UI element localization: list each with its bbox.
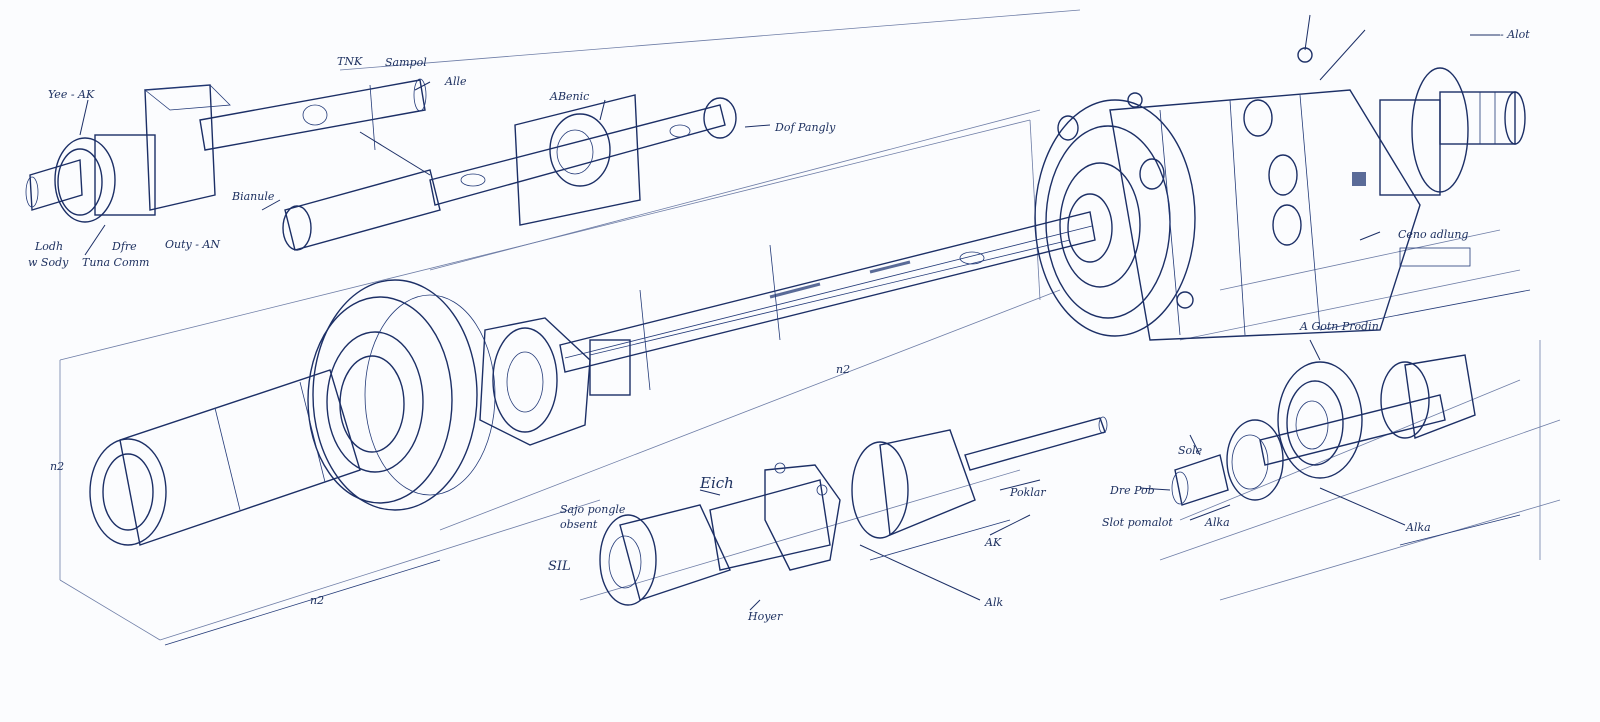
top-left-subassembly xyxy=(25,78,427,223)
label-slot-pomalot: Slot pomalot xyxy=(1102,516,1173,529)
label-alka-left: Alka xyxy=(1204,516,1230,529)
label-sole: Sole xyxy=(1178,444,1203,457)
label-ak: AK xyxy=(984,536,1002,549)
label-yee-ak: Yee - AK xyxy=(48,88,95,101)
label-lodh: Lodh xyxy=(34,240,63,253)
label-height-dim: n2 xyxy=(50,460,64,473)
label-sil: SIL xyxy=(548,559,571,574)
label-eich: Eich xyxy=(699,474,734,492)
label-hoyer: Hoyer xyxy=(747,610,783,623)
label-tuna-comm: Tuna Comm xyxy=(82,256,149,269)
label-gear-prodin: A Gotn Prodin xyxy=(1299,320,1379,333)
label-alle-top: Alle xyxy=(444,75,467,88)
label-abenic: ABenic xyxy=(549,90,589,103)
label-dof-pangly: Dof Pangly xyxy=(774,121,836,134)
label-alk: Alk xyxy=(984,596,1003,609)
label-tnk: TNK xyxy=(337,55,363,68)
label-obsent: obsent xyxy=(560,518,598,531)
label-sampol: Sampol xyxy=(385,56,427,69)
label-alka-right: Alka xyxy=(1405,521,1431,534)
main-shaft-assembly xyxy=(89,47,1526,546)
leader-lines xyxy=(79,14,1500,611)
dimension-lines xyxy=(164,239,1531,646)
label-outy-an: Outy - AN xyxy=(165,238,220,251)
label-ceno-adlung: Ceno adlung xyxy=(1398,228,1468,241)
construction-lines xyxy=(59,9,1561,641)
label-alot: - Alot xyxy=(1500,28,1530,41)
label-shaft-dim: n2 xyxy=(836,363,850,376)
label-poklar: Poklar xyxy=(1009,486,1046,499)
label-sajo-pongle: Sajo pongle xyxy=(560,503,626,516)
label-w-sody: w Sody xyxy=(28,256,69,269)
label-base-dim: n2 xyxy=(310,594,324,607)
top-center-rod xyxy=(282,94,737,251)
bottom-right-subassembly xyxy=(1171,354,1476,506)
label-dre-pob: Dre Pob xyxy=(1109,484,1155,497)
callout-labels: Yee - AK TNK Sampol Alle Lodh w Sody Dfr… xyxy=(28,28,1530,623)
bottom-center-subassembly xyxy=(599,416,1108,606)
label-bianule: Bianule xyxy=(231,190,275,203)
label-dfre: Dfre xyxy=(111,240,137,253)
